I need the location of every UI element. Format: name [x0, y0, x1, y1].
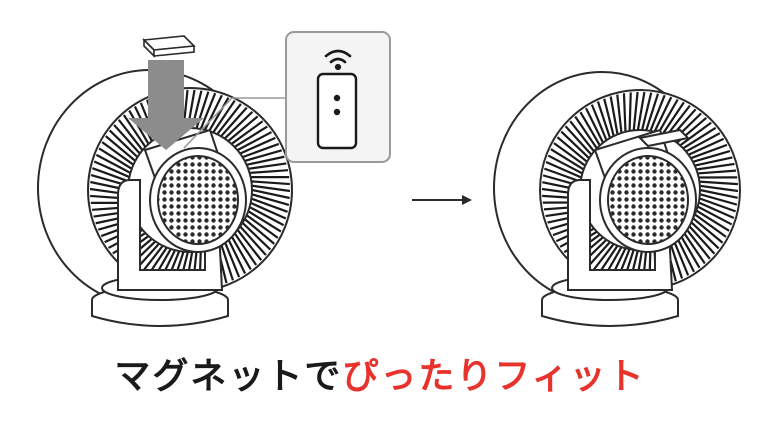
- fan-before: [37, 69, 293, 327]
- wifi-signal-icon: [324, 49, 352, 71]
- caption-part1: マグネットで: [114, 356, 343, 397]
- arrow-down-icon: [128, 60, 204, 150]
- fan-after: [493, 71, 741, 327]
- caption: マグネットでぴったりフィット: [0, 352, 760, 402]
- remote-inset: [285, 31, 391, 163]
- caption-part2: ぴったりフィット: [342, 356, 646, 397]
- remote-control-icon: [142, 35, 196, 58]
- arrow-right-icon: [412, 195, 472, 205]
